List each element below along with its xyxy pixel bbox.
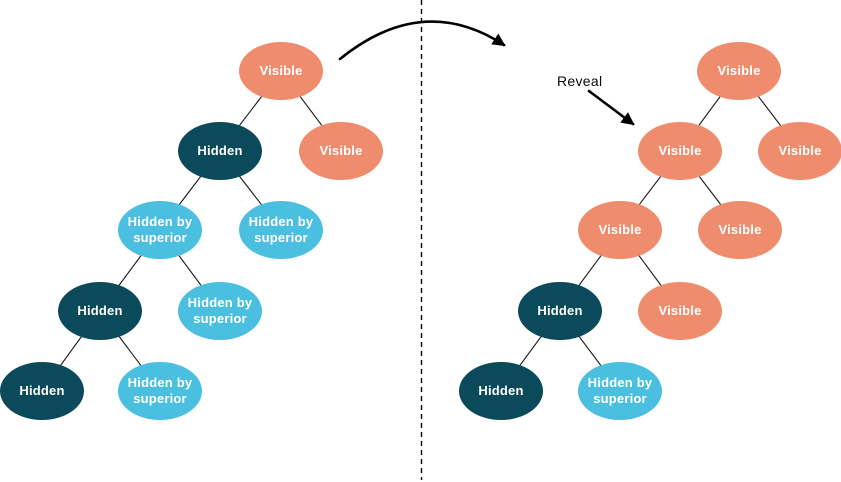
tree-node: Visible xyxy=(239,42,323,100)
tree-node: Visible xyxy=(638,282,722,340)
tree-node: Hidden by superior xyxy=(118,201,202,259)
tree-node: Hidden xyxy=(0,362,84,420)
tree-node: Hidden by superior xyxy=(178,282,262,340)
tree-node: Hidden by superior xyxy=(118,362,202,420)
reveal-arrow xyxy=(587,89,635,126)
tree-node: Hidden xyxy=(58,282,142,340)
reveal-label: Reveal xyxy=(557,73,603,89)
tree-node: Hidden xyxy=(459,362,543,420)
tree-node: Visible xyxy=(638,122,722,180)
tree-node: Visible xyxy=(758,122,841,180)
transform-arrow xyxy=(338,20,506,61)
tree-node: Visible xyxy=(698,201,782,259)
tree-node: Visible xyxy=(697,42,781,100)
tree-node: Visible xyxy=(578,201,662,259)
tree-node: Hidden xyxy=(178,122,262,180)
tree-node: Hidden by superior xyxy=(578,362,662,420)
tree-node: Hidden by superior xyxy=(239,201,323,259)
tree-node: Visible xyxy=(299,122,383,180)
tree-node: Hidden xyxy=(518,282,602,340)
